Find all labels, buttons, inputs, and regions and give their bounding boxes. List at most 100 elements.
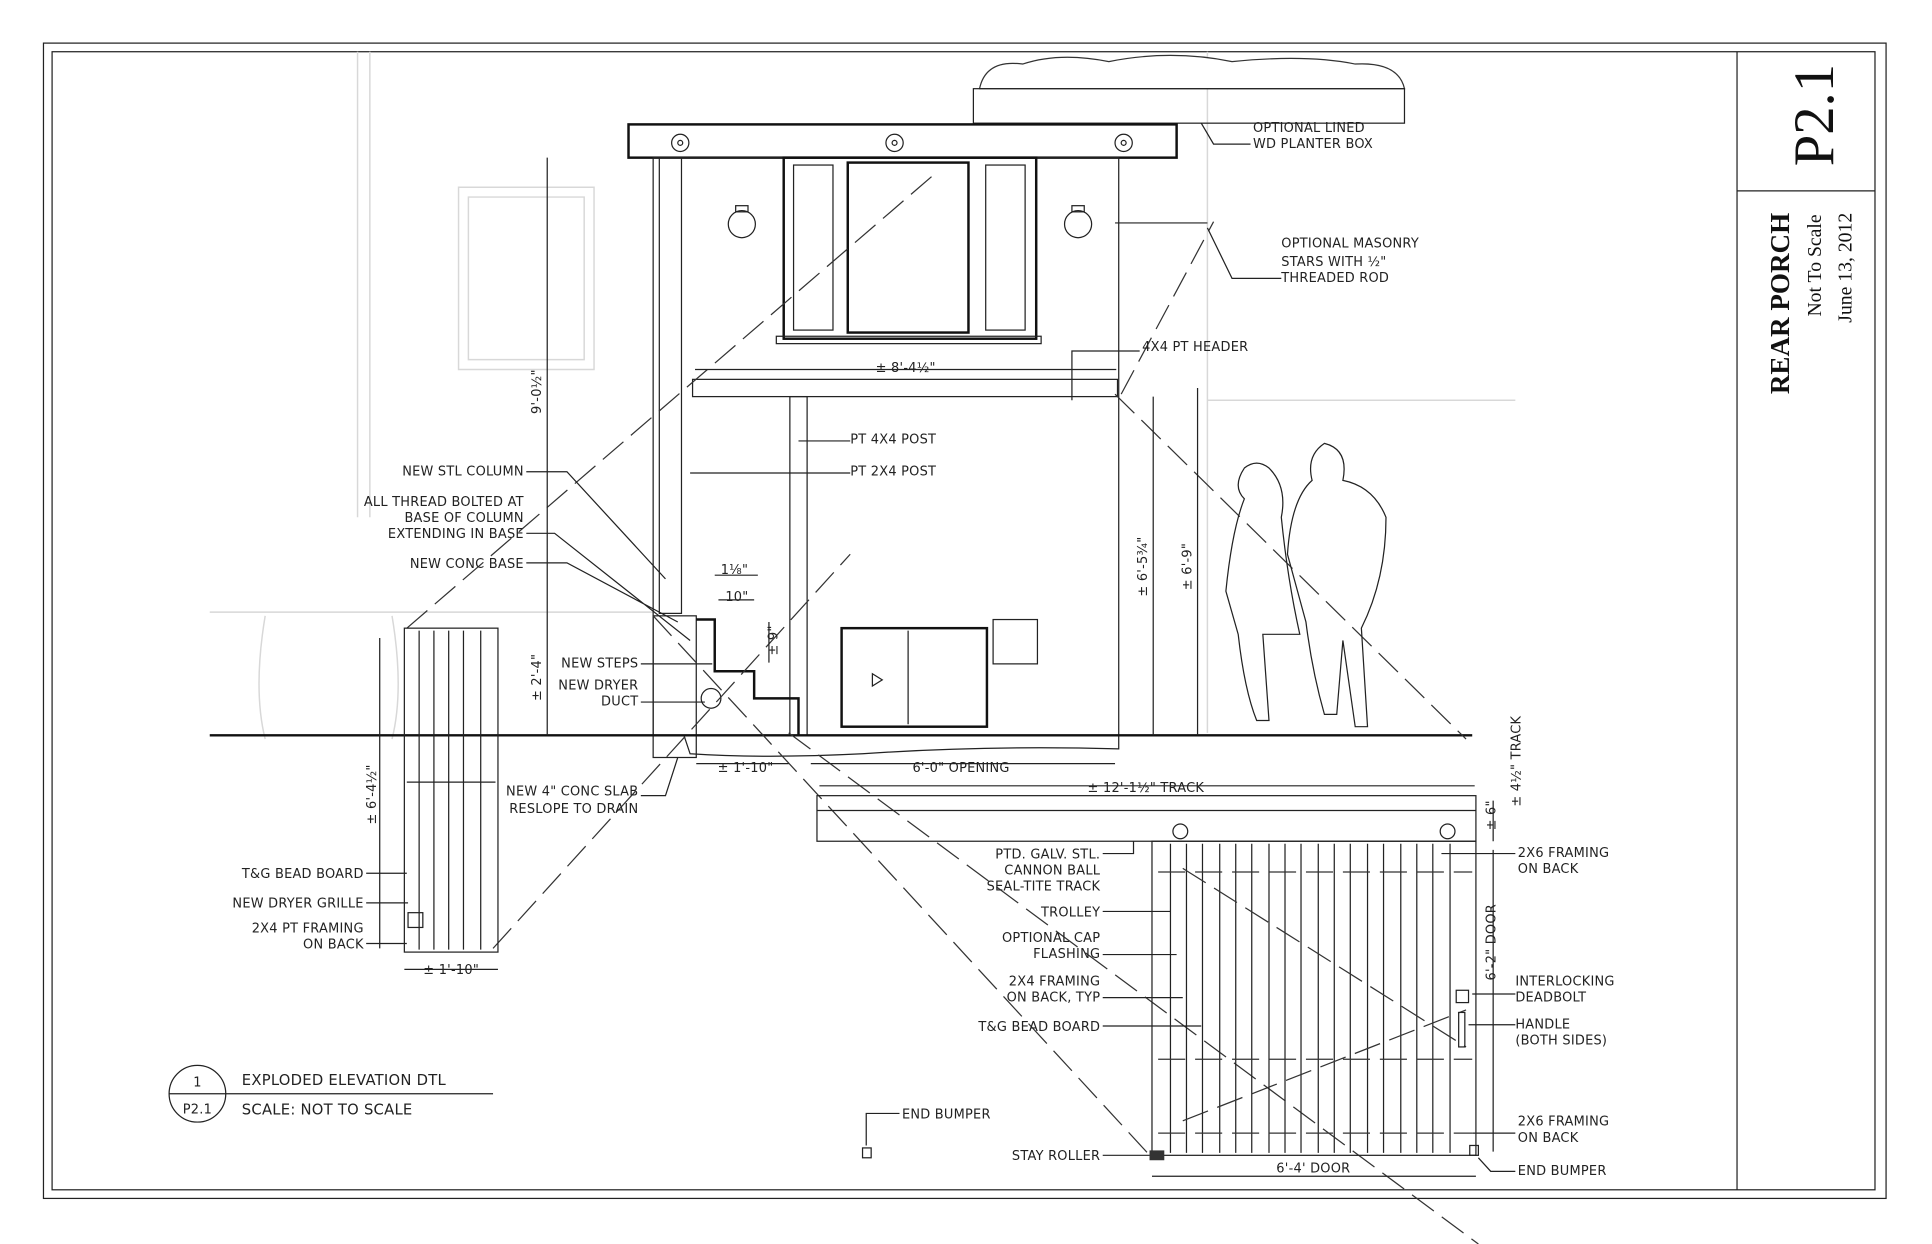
- callout-handle: HANDLE: [1515, 1017, 1570, 1032]
- detail-title: EXPLODED ELEVATION DTL: [242, 1072, 447, 1089]
- concrete-slab: [683, 734, 1120, 757]
- callout-all-thread: ALL THREAD BOLTED AT: [364, 495, 524, 510]
- dim-opening: 6'-0" OPENING: [912, 761, 1009, 776]
- dim-door-width: 6'-4' DOOR: [1276, 1162, 1350, 1177]
- callout-planter: WD PLANTER BOX: [1253, 137, 1373, 152]
- callout-duct: NEW DRYER: [558, 679, 638, 694]
- dryer-grille-icon: [407, 912, 424, 929]
- callout-panel-framing: ON BACK: [303, 937, 364, 952]
- dryer-access-door: [840, 626, 989, 728]
- callout-panel-grille: NEW DRYER GRILLE: [232, 897, 363, 912]
- callout-top-framing: 2X6 FRAMING: [1518, 846, 1609, 861]
- trolley-icon: [1172, 823, 1456, 840]
- end-bumper-icon: [1469, 1144, 1479, 1156]
- dim-door-height: 6'-2" DOOR: [1485, 904, 1500, 980]
- callout-door-bead: T&G BEAD BOARD: [977, 1020, 1100, 1035]
- wall-light-icon: [727, 205, 1093, 239]
- track: [816, 795, 1477, 842]
- porch-header: [691, 378, 1119, 398]
- callout-door-framing: 2X4 FRAMING: [1009, 974, 1100, 989]
- callout-post-4x4: PT 4X4 POST: [850, 432, 936, 447]
- callout-all-thread: EXTENDING IN BASE: [388, 527, 524, 542]
- callout-door-framing: ON BACK, TYP: [1007, 990, 1101, 1005]
- dimension-labels: ± 8'-4½" 9'-0½" ± 6'-5¾" ± 6'-9" ± 2'-4"…: [365, 361, 1524, 1177]
- callout-track: PTD. GALV. STL.: [995, 847, 1100, 862]
- callout-duct: DUCT: [601, 695, 638, 710]
- callout-labels-right: END BUMPER 2X6 FRAMING ON BACK INTERLOCK…: [902, 846, 1615, 1179]
- sheet-number: P2.1: [1784, 64, 1846, 166]
- callout-slab: NEW 4" CONC SLAB: [506, 785, 638, 800]
- sheet-border-outer: [42, 42, 1887, 1200]
- window: [775, 156, 1042, 345]
- callout-conc-base: NEW CONC BASE: [410, 557, 524, 572]
- bead-board-panel: [403, 627, 499, 953]
- detail-sheet: P2.1: [183, 1102, 212, 1117]
- callout-trolley: TROLLEY: [1040, 905, 1100, 920]
- callout-top-framing: ON BACK: [1518, 862, 1579, 877]
- dim-post-height: ± 6'-9": [1180, 543, 1195, 590]
- callout-panel-framing: 2X4 PT FRAMING: [252, 921, 364, 936]
- sheet-border-inner: [51, 51, 1876, 1191]
- callout-track: CANNON BALL: [1004, 863, 1101, 878]
- callout-header: 4X4 PT HEADER: [1142, 340, 1248, 355]
- dryer-duct: [700, 687, 722, 709]
- callout-labels: OPTIONAL LINED WD PLANTER BOX OPTIONAL M…: [850, 121, 1419, 480]
- callout-track: SEAL-TITE TRACK: [987, 880, 1101, 895]
- callout-stars: OPTIONAL MASONRY: [1281, 237, 1419, 252]
- sheet-date: June 13, 2012: [1835, 213, 1857, 323]
- sheet-title: REAR PORCH: [1765, 213, 1795, 394]
- detail-scale: SCALE: NOT TO SCALE: [242, 1102, 413, 1119]
- post-4x4: [789, 395, 808, 736]
- callout-panel-bead: T&G BEAD BOARD: [241, 867, 364, 882]
- callout-slab: RESLOPE TO DRAIN: [509, 802, 638, 817]
- callout-cap-flashing: OPTIONAL CAP: [1002, 931, 1100, 946]
- masonry-star-icon: [671, 133, 1133, 153]
- dim-panel-width: ± 1'-10": [423, 963, 479, 978]
- callout-post-2x4: PT 2X4 POST: [850, 464, 936, 479]
- sliding-door: [1149, 823, 1479, 1161]
- callout-stars: THREADED ROD: [1280, 271, 1389, 286]
- dim-header-width: ± 8'-4½": [876, 361, 936, 376]
- callout-planter: OPTIONAL LINED: [1253, 121, 1365, 136]
- stay-roller-icon: [1149, 1150, 1165, 1161]
- callout-deadbolt: DEADBOLT: [1515, 990, 1586, 1005]
- callout-labels-left: NEW STL COLUMN ALL THREAD BOLTED AT BASE…: [232, 464, 1100, 1164]
- callout-end-bumper: END BUMPER: [902, 1107, 991, 1122]
- dim-riser: ± 9": [767, 625, 782, 655]
- end-bumper-icon: [861, 1147, 872, 1159]
- sheet-scale: Not To Scale: [1804, 214, 1826, 316]
- dim-opening-height: ± 6'-5¾": [1136, 537, 1151, 597]
- callout-all-thread: BASE OF COLUMN: [404, 511, 523, 526]
- dim-track-length: ± 12'-1½" TRACK: [1088, 781, 1205, 796]
- callout-bottom-framing: ON BACK: [1518, 1131, 1579, 1146]
- callout-stay-roller: STAY ROLLER: [1012, 1149, 1100, 1164]
- dim-overall-height: 9'-0½": [530, 369, 545, 414]
- existing-building-ghost: [209, 51, 1516, 740]
- dim-tread: 10": [725, 590, 748, 605]
- concrete-base: [652, 615, 697, 759]
- detail-number: 1: [193, 1075, 201, 1090]
- dim-track-height: ± 4½" TRACK: [1509, 715, 1524, 806]
- planter-plants: [978, 54, 1406, 90]
- steel-column: [658, 157, 683, 614]
- callout-cap-flashing: FLASHING: [1033, 947, 1100, 962]
- planter-box: [972, 88, 1406, 124]
- dim-panel-height: ± 6'-4½": [365, 764, 380, 824]
- deadbolt-icon: [1455, 989, 1470, 1004]
- people-silhouette: [1225, 442, 1387, 728]
- callout-stars: STARS WITH ½": [1281, 255, 1386, 270]
- callout-column: NEW STL COLUMN: [402, 464, 524, 479]
- handle-icon: [1458, 1011, 1466, 1048]
- steps: [696, 618, 800, 736]
- meter-box: [992, 618, 1039, 665]
- callout-steps: NEW STEPS: [561, 657, 638, 672]
- callout-handle: (BOTH SIDES): [1515, 1033, 1607, 1048]
- dim-base-height: ± 2'-4": [530, 654, 545, 701]
- callout-end-bumper: END BUMPER: [1518, 1164, 1607, 1179]
- dim-tread-outer: 1⅛": [721, 563, 748, 578]
- title-block: P2.1 REAR PORCH Not To Scale June 13, 20…: [1736, 51, 1875, 1190]
- callout-bottom-framing: 2X6 FRAMING: [1518, 1115, 1609, 1130]
- dim-step-depth: ± 1'-10": [718, 761, 774, 776]
- detail-tag: 1 P2.1 EXPLODED ELEVATION DTL SCALE: NOT…: [168, 1064, 494, 1123]
